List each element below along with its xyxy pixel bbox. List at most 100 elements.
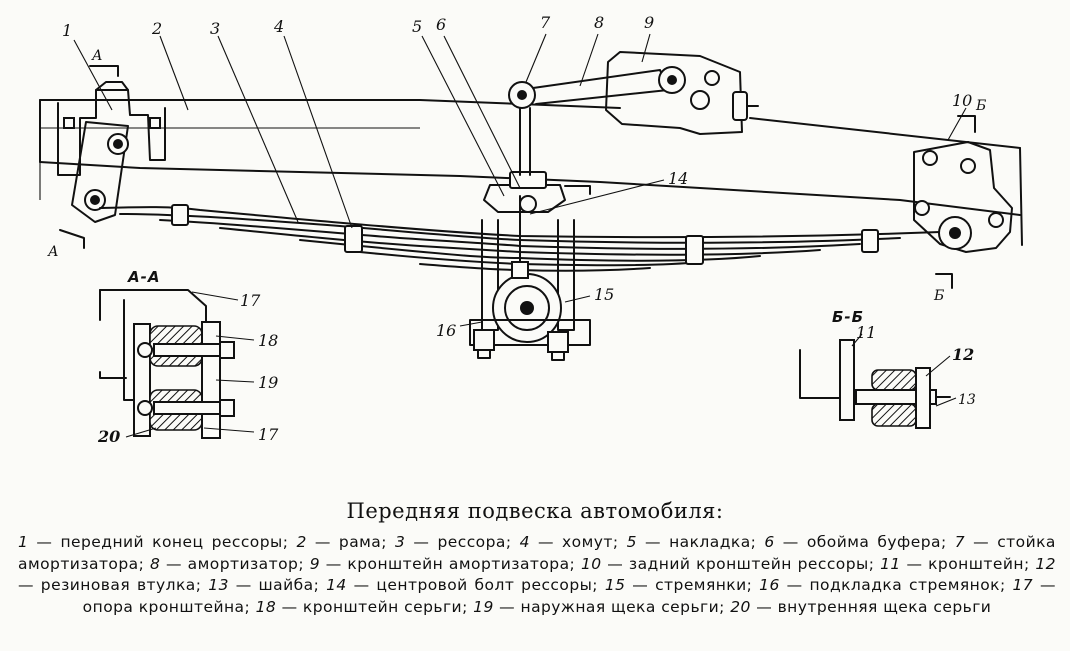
- legend-item: 16 — подкладка стремянок;: [759, 576, 1013, 594]
- legend-item-text: резиновая втулка: [40, 576, 196, 594]
- legend-item-text: кронштейн серьги: [302, 597, 463, 616]
- legend-item-text: стойка амортизатора: [18, 533, 1056, 573]
- section-a-a: [99, 289, 235, 439]
- legend-item-number: 16: [759, 576, 780, 594]
- callout-13: 13: [958, 392, 976, 408]
- legend-item: 5 — накладка;: [626, 533, 765, 551]
- callout-3: 3: [210, 19, 220, 38]
- callout-18: 18: [258, 331, 278, 350]
- legend-item-text: накладка: [669, 533, 751, 551]
- callout-15: 15: [594, 285, 614, 304]
- caption-title: Передняя подвеска автомобиля:: [346, 499, 724, 523]
- legend-item-number: 13: [208, 576, 229, 594]
- legend-item-number: 19: [473, 597, 494, 616]
- callout-12: 12: [952, 345, 974, 364]
- legend-item: 8 — амортизатор;: [150, 554, 310, 573]
- section-b-b-title: Б-Б: [832, 308, 864, 326]
- callout-11: 11: [856, 323, 876, 342]
- legend-item-number: 12: [1035, 554, 1056, 573]
- legend-item-number: 10: [580, 554, 602, 573]
- cut-a-bottom-label: А: [47, 244, 59, 260]
- legend-item-text: рессора: [437, 533, 506, 551]
- legend-item-number: 20: [730, 597, 751, 616]
- shock-absorber: [508, 69, 669, 176]
- callout-2: 2: [151, 19, 162, 38]
- legend-item-number: 3: [395, 533, 406, 551]
- legend-item: 12 — резиновая втулка;: [18, 554, 1056, 595]
- legend-item-text: кронштейн: [928, 554, 1024, 573]
- legend-item-number: 15: [604, 576, 626, 594]
- legend-item-text: стремянки: [655, 576, 747, 594]
- legend-item-number: 9: [309, 554, 321, 573]
- cut-b-bottom-label: Б: [933, 288, 944, 304]
- legend-item-number: 8: [150, 554, 161, 573]
- section-a-a-title: А-А: [127, 268, 160, 286]
- callout-1: 1: [62, 21, 72, 40]
- legend-item-text: обойма буфера: [806, 533, 941, 551]
- callout-5: 5: [412, 17, 422, 36]
- legend-item-text: центровой болт рессоры: [376, 576, 593, 594]
- callout-7: 7: [540, 13, 551, 32]
- legend-item-number: 11: [880, 554, 901, 573]
- legend-item-text: шайба: [258, 576, 314, 594]
- legend-item: 19 — наружная щека серьги;: [473, 597, 731, 616]
- legend-item: 18 — кронштейн серьги;: [255, 597, 474, 616]
- callout-9: 9: [644, 13, 654, 32]
- legend-item: 9 — кронштейн амортизатора;: [309, 554, 581, 573]
- callout-17-top: 17: [240, 291, 261, 310]
- legend-item-text: передний конец рессоры: [60, 533, 283, 551]
- section-b-b: [799, 339, 951, 429]
- legend-item-number: 5: [626, 533, 637, 551]
- legend-item-text: задний кронштейн рессоры: [628, 554, 869, 573]
- legend-item: 6 — обойма буфера;: [764, 533, 955, 551]
- legend-item-text: кронштейн амортизатора: [347, 554, 570, 573]
- legend-item: 17 — опора кронштейна;: [82, 576, 1056, 616]
- callout-17-bottom: 17: [258, 425, 279, 444]
- legend-item-text: опора кронштейна: [82, 597, 245, 616]
- cut-a-top-label: А: [91, 48, 103, 64]
- axle-assembly: [469, 195, 591, 361]
- cut-line-b: [935, 115, 976, 289]
- callout-8: 8: [594, 13, 604, 32]
- shock-bracket: [605, 51, 759, 135]
- callout-4: 4: [273, 17, 284, 36]
- leader-lines: [73, 33, 967, 438]
- legend-item-text: внутренняя щека серьги: [777, 597, 992, 616]
- bumper-cage: [483, 171, 591, 213]
- legend-item-text: рама: [338, 533, 382, 551]
- suspension-drawing: 1 2 3 4 5 6 7 8 9 10 14 15 16 17 18 19 1…: [39, 13, 1023, 446]
- legend-item: 10 — задний кронштейн рессоры;: [580, 554, 881, 573]
- legend-item-text: подкладка стремянок: [809, 576, 1000, 594]
- caption-legend: 1 — передний конец рессоры; 2 — рама; 3 …: [18, 532, 1056, 618]
- legend-item: 7 — стойка амортизатора;: [18, 533, 1056, 573]
- legend-item-number: 7: [954, 533, 966, 551]
- legend-item-number: 6: [764, 533, 775, 551]
- legend-item-text: хомут: [562, 533, 613, 551]
- callout-20: 20: [97, 427, 120, 446]
- callout-14: 14: [668, 169, 688, 188]
- callout-6: 6: [436, 15, 446, 34]
- leaf-spring: [99, 204, 941, 272]
- legend-item: 2 — рама;: [296, 533, 396, 551]
- legend-item-number: 2: [296, 533, 307, 551]
- legend-item: 3 — рессора;: [395, 533, 520, 551]
- legend-item: 1 — передний конец рессоры;: [18, 533, 297, 551]
- legend-item: 14 — центровой болт рессоры;: [326, 576, 605, 594]
- front-spring-bracket: [57, 81, 166, 223]
- callout-10: 10: [952, 91, 972, 110]
- legend-item: 20 — внутренняя щека серьги: [730, 597, 992, 616]
- legend-item-number: 14: [326, 576, 347, 594]
- cut-b-top-label: Б: [975, 98, 986, 114]
- legend-item-number: 4: [519, 533, 530, 551]
- legend-item: 11 — кронштейн;: [880, 554, 1036, 573]
- legend-item: 15 — стремянки;: [604, 576, 760, 594]
- legend-item-number: 17: [1012, 576, 1034, 594]
- callout-19: 19: [258, 373, 278, 392]
- rear-spring-bracket: [913, 141, 1013, 253]
- legend-item: 13 — шайба;: [208, 576, 327, 594]
- legend-item-text: амортизатор: [187, 554, 299, 573]
- callout-16: 16: [436, 321, 456, 340]
- legend-item-text: наружная щека серьги: [520, 597, 720, 616]
- legend-item-number: 18: [255, 597, 277, 616]
